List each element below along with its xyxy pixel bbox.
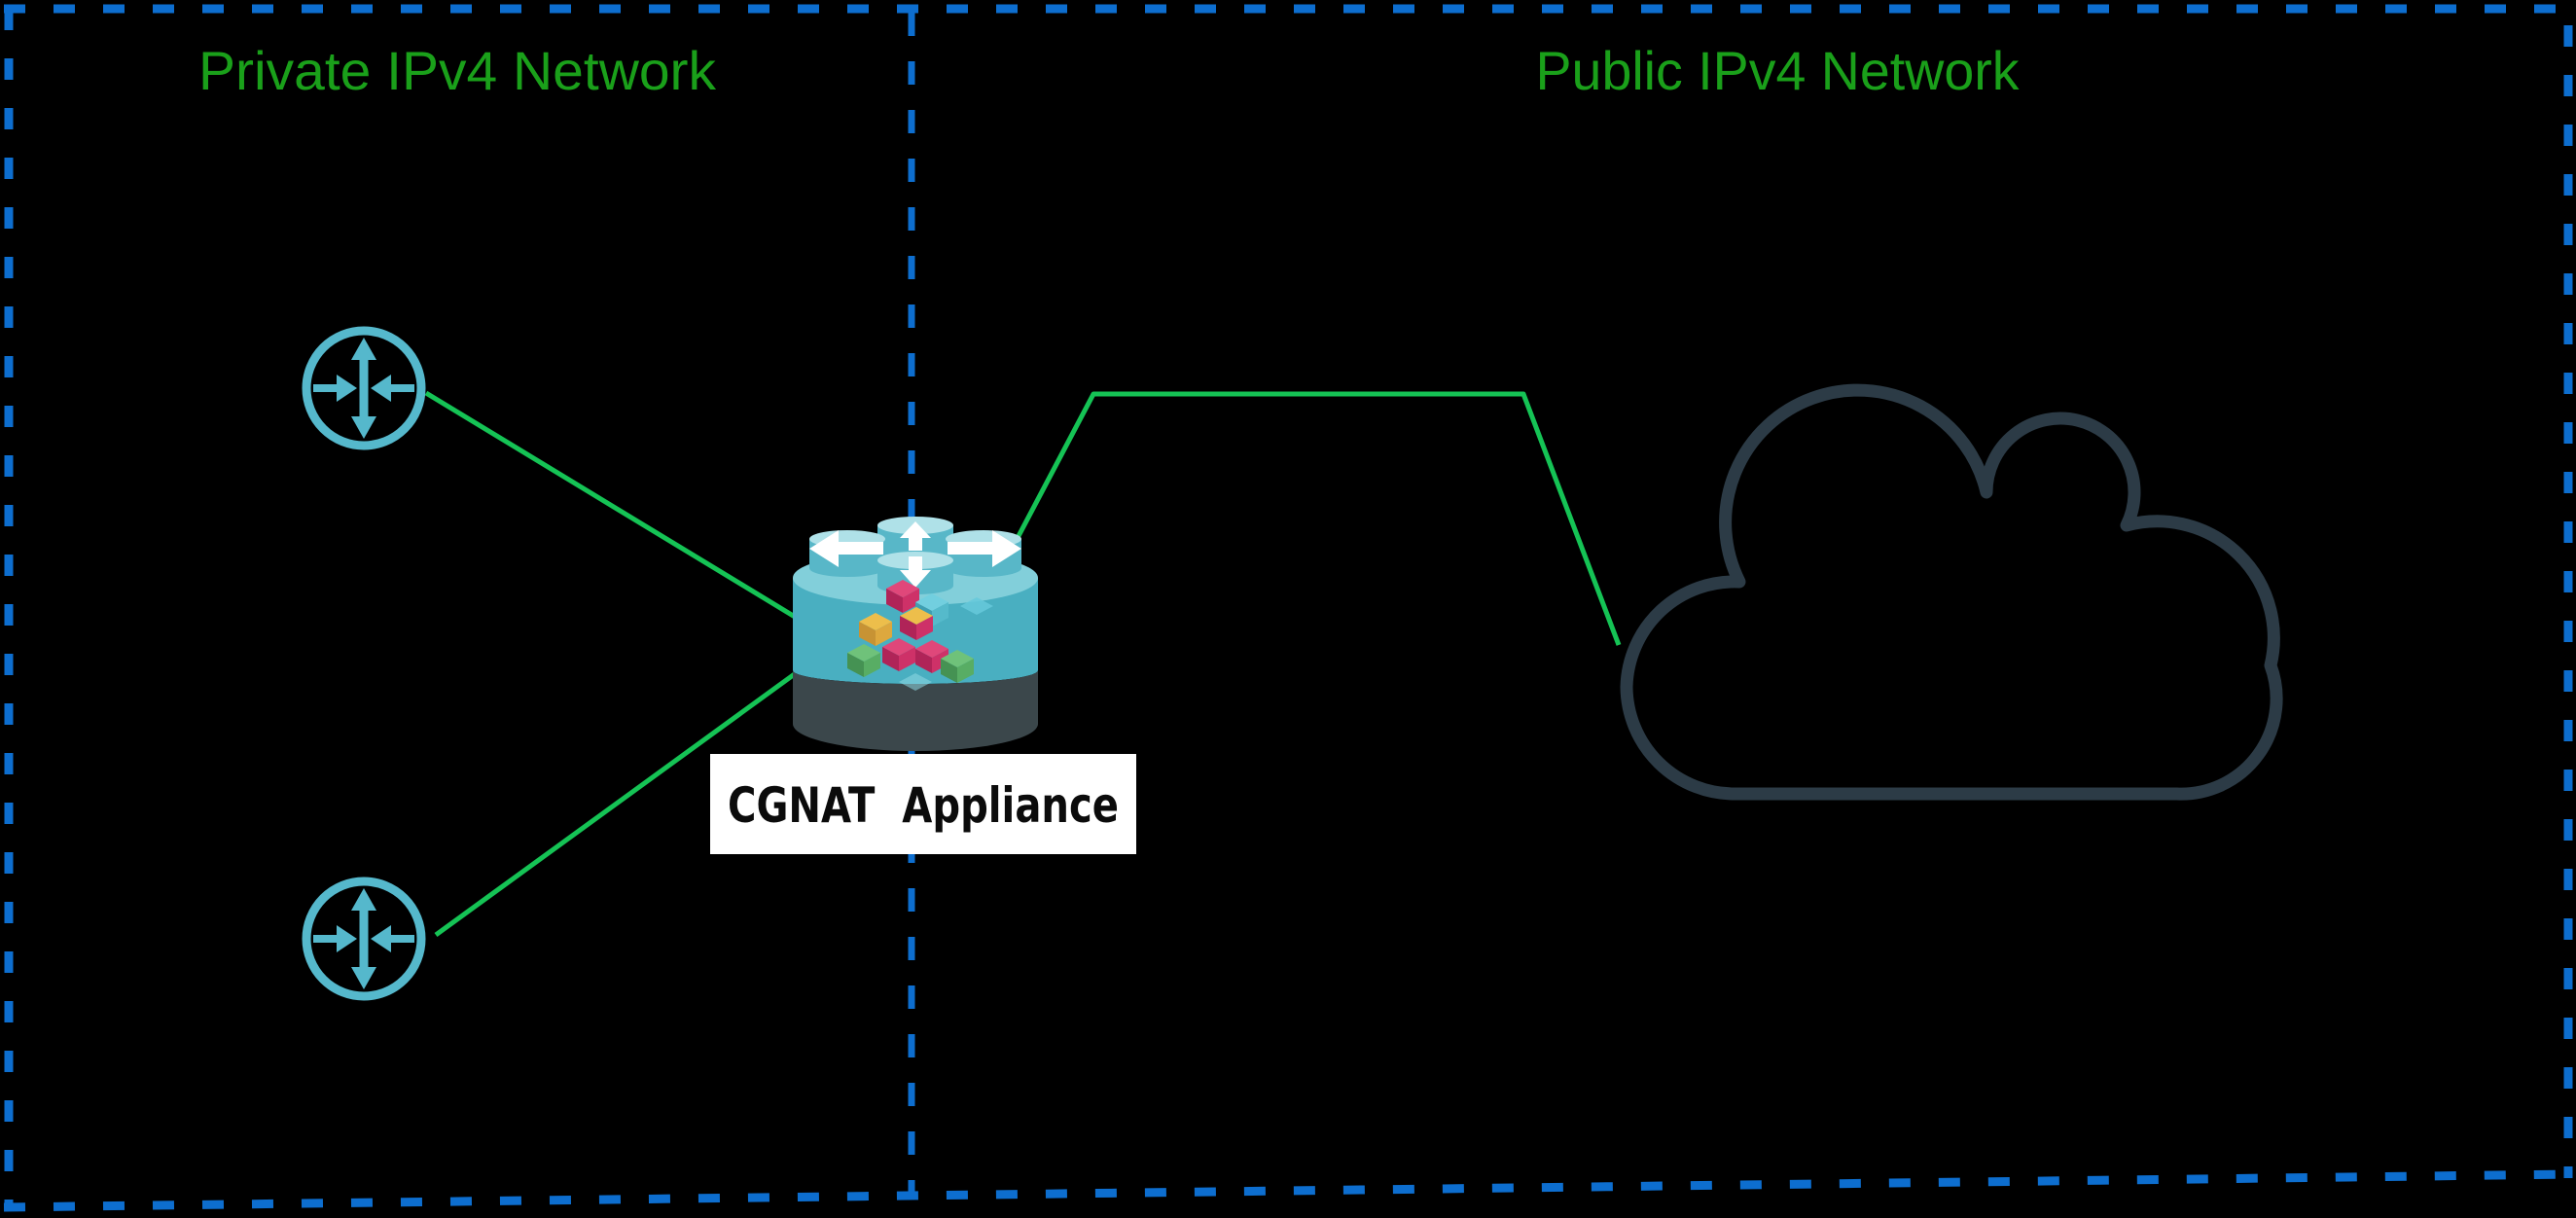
router-icon-top	[306, 331, 421, 446]
appliance-label: CGNAT Appliance	[710, 754, 1136, 854]
appliance-label-text: CGNAT Appliance	[728, 777, 1119, 834]
internet-cloud-icon	[1620, 383, 2283, 801]
appliance-base	[793, 670, 1038, 751]
diagram-border	[3, 4, 2573, 1212]
appliance-logo-cubes-icon	[847, 580, 993, 691]
links	[424, 390, 1622, 938]
appliance-label-box	[710, 754, 1136, 854]
cgnat-appliance-icon	[793, 517, 1038, 751]
appliance-direction-arrows-icon	[809, 521, 1021, 588]
link-appliance-to-cloud	[1016, 391, 1622, 646]
router-icon-bottom	[306, 881, 421, 996]
private-zone-label: Private IPv4 Network	[198, 40, 717, 101]
public-zone-label: Public IPv4 Network	[1536, 40, 2021, 101]
link-router-bottom-to-appliance	[434, 670, 798, 938]
link-router-top-to-appliance	[424, 390, 802, 623]
border-bottom	[3, 1169, 2573, 1212]
